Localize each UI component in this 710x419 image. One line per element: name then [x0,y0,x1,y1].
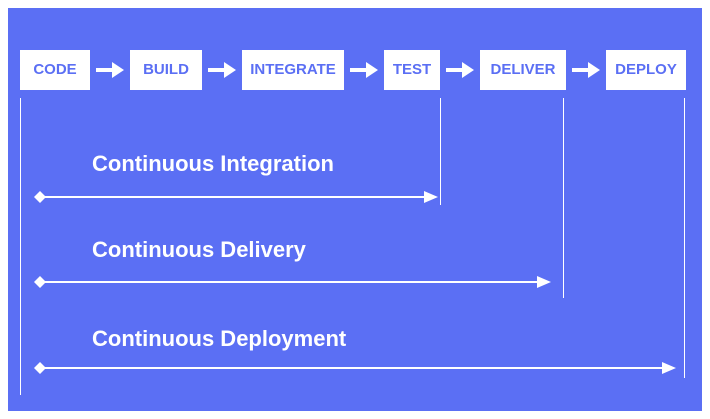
right-arrow-icon [572,62,600,78]
right-arrow-icon [96,62,124,78]
right-arrow-icon [446,62,474,78]
stage-deliver: DELIVER [480,50,566,90]
right-arrow-icon [350,62,378,78]
stage-deploy: DEPLOY [606,50,686,90]
stage-build: BUILD [130,50,202,90]
stage-code: CODE [20,50,90,90]
deliver-boundary-line [563,98,564,298]
stage-integrate: INTEGRATE [242,50,344,90]
right-arrow-icon [208,62,236,78]
start-boundary-line [20,98,21,395]
double-ended-arrow-icon [34,276,551,288]
span-label-delivery: Continuous Delivery [92,237,306,262]
double-ended-arrow-icon [34,362,676,374]
stage-test: TEST [384,50,440,90]
deploy-boundary-line [684,98,685,378]
double-ended-arrow-icon [34,191,438,203]
pipeline-diagram: CODE BUILD INTEGRATE TEST DELIVER DEPLOY… [8,8,702,411]
test-boundary-line [440,98,441,205]
span-label-deployment: Continuous Deployment [92,326,347,351]
span-label-integration: Continuous Integration [92,151,334,176]
